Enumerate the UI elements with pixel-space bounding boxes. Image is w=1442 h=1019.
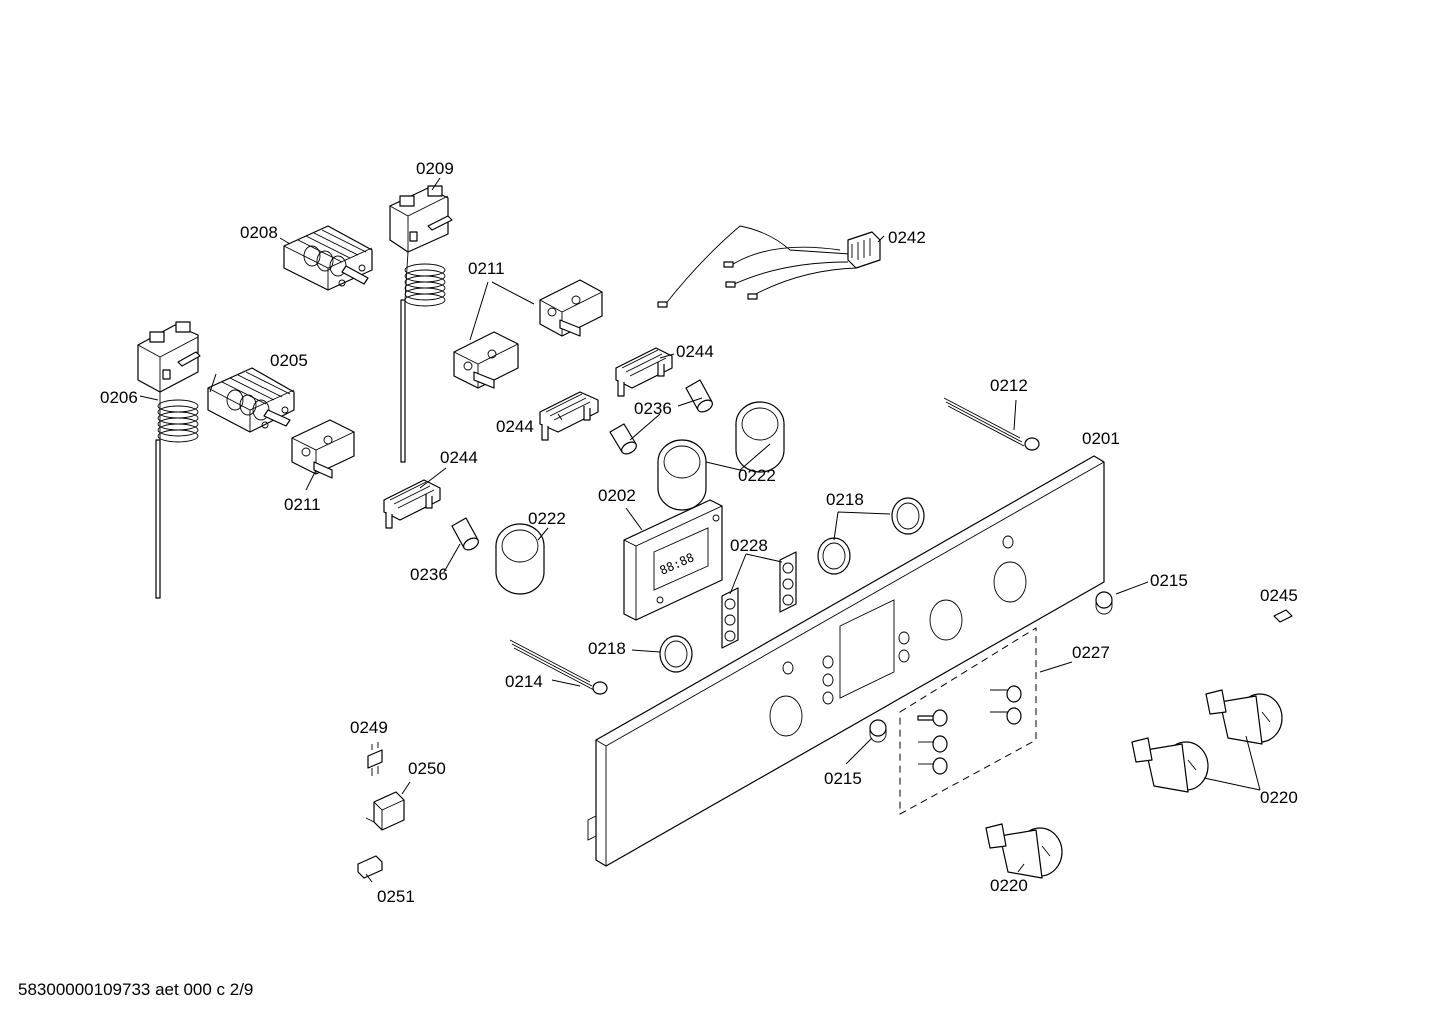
ring-0218-a	[659, 635, 693, 673]
label-0212: 0212	[990, 376, 1028, 395]
lead-0214	[509, 639, 608, 695]
lamp-holder-0244-a	[383, 479, 441, 529]
label-0250: 0250	[408, 759, 446, 778]
label-0249: 0249	[350, 718, 388, 737]
label-0236-a: 0236	[410, 565, 448, 584]
light-guide-0228-a	[721, 587, 739, 649]
label-0220-right: 0220	[1260, 788, 1298, 807]
label-0208: 0208	[240, 223, 278, 242]
connector-0249	[367, 742, 383, 776]
thermostat-0206	[137, 321, 201, 599]
label-0201: 0201	[1082, 429, 1120, 448]
bracket-0211-a	[291, 419, 355, 479]
label-0242: 0242	[888, 228, 926, 247]
button-0215-b	[869, 719, 887, 743]
label-0206: 0206	[100, 388, 138, 407]
label-0245: 0245	[1260, 586, 1298, 605]
label-0205: 0205	[270, 351, 308, 370]
label-0222-c: 0222	[738, 466, 776, 485]
leader-lines	[139, 177, 1261, 883]
clip-0245	[1273, 609, 1293, 623]
lamp-0236-b	[609, 423, 637, 455]
label-0222-a: 0222	[528, 509, 566, 528]
document-footer: 58300000109733 aet 000 c 2/9	[18, 980, 254, 999]
bracket-0211-b	[453, 331, 519, 389]
clip-0251	[357, 855, 383, 879]
label-0227: 0227	[1072, 643, 1110, 662]
suppressor-0250	[365, 791, 405, 831]
cover-0222-a	[495, 523, 545, 595]
control-panel-0201	[587, 455, 1105, 867]
cover-0222-b	[657, 439, 707, 511]
label-0244-b: 0244	[496, 417, 534, 436]
knob-0220-b	[1131, 737, 1209, 793]
label-0202: 0202	[598, 486, 636, 505]
button-set-0227	[899, 627, 1037, 815]
lamp-0236-a	[451, 517, 479, 551]
label-0220-bottom: 0220	[990, 876, 1028, 895]
wire-harness-0242	[657, 225, 881, 308]
label-0215-bottom: 0215	[824, 769, 862, 788]
cover-0222-c	[735, 401, 785, 473]
label-0211-left: 0211	[284, 495, 321, 514]
knob-0220-a	[1205, 689, 1283, 745]
label-0236-c: 0236	[634, 399, 672, 418]
label-0251: 0251	[377, 887, 415, 906]
lamp-holder-0244-b	[539, 391, 599, 441]
thermostat-0209	[389, 185, 453, 463]
knob-0220-c	[985, 823, 1063, 879]
selector-switch-0208	[283, 225, 373, 291]
label-0218-c: 0218	[826, 490, 864, 509]
bracket-0211-c	[539, 279, 603, 337]
label-0215-right: 0215	[1150, 571, 1188, 590]
ring-0218-b	[817, 537, 851, 575]
lamp-0236-c	[685, 379, 713, 413]
ring-0218-c	[891, 497, 925, 535]
selector-switch-0205	[207, 367, 295, 433]
label-0218-a: 0218	[588, 639, 626, 658]
lead-0212	[943, 397, 1040, 451]
light-guide-0228-b	[779, 551, 797, 613]
button-0215-a	[1095, 591, 1113, 615]
label-0228: 0228	[730, 536, 768, 555]
label-0244-a: 0244	[440, 448, 478, 467]
label-0209: 0209	[416, 159, 454, 178]
electronic-module-0202: 88:88	[623, 499, 723, 621]
label-0244-c: 0244	[676, 342, 714, 361]
lamp-holder-0244-c	[615, 347, 673, 397]
label-0211-top: 0211	[468, 259, 505, 278]
label-0214: 0214	[505, 672, 543, 691]
